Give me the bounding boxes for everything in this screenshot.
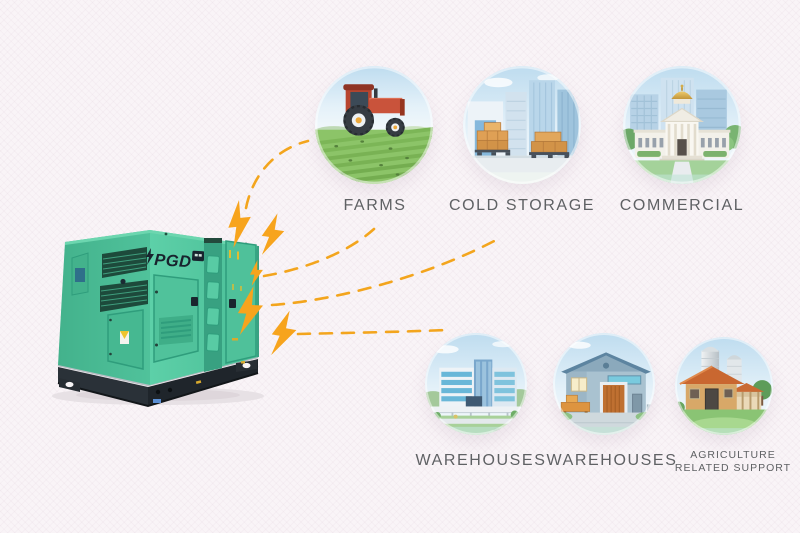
generator-vent-grille-mid [100, 280, 148, 312]
tractor [343, 84, 405, 137]
connection-line-warehouses [296, 328, 448, 336]
tractor-field-icon [315, 66, 433, 184]
label-commercial: COMMERCIAL [619, 197, 745, 214]
pallet-warehouse-icon [463, 66, 581, 184]
category-circle-farms [315, 66, 433, 184]
category-circle-commercial [623, 66, 741, 184]
label-warehouses-1: WAREHOUSES [415, 452, 547, 469]
brand-bolt-icon [146, 248, 154, 265]
generator-illustration: PGD [46, 220, 276, 420]
pallet-stack-right [529, 131, 570, 159]
category-circle-cold-storage [463, 66, 581, 184]
farm-silos-icon [675, 337, 773, 435]
label-cold-storage: COLD STORAGE [448, 197, 596, 214]
domed-building-icon [623, 66, 741, 184]
office-building-icon [425, 333, 527, 435]
label-farms: FARMS [343, 197, 407, 214]
label-warehouses-2: WAREHOUSES [546, 452, 678, 469]
label-agriculture-line2: RELATED SUPPORT [674, 462, 792, 474]
category-circle-warehouses-2 [553, 333, 655, 435]
generator-canopy: PGD [52, 230, 264, 408]
generator-knob [120, 278, 126, 285]
label-agriculture-line1: AGRICULTURE [690, 449, 776, 461]
warehouse-shed-icon [553, 333, 655, 435]
category-circle-agriculture-support [675, 337, 773, 435]
category-circle-warehouses-1 [425, 333, 527, 435]
connection-line-farms-2 [262, 227, 376, 278]
connection-line-cold-storage [270, 237, 500, 307]
generator-base [58, 367, 148, 406]
label-agriculture-support: AGRICULTURE RELATED SUPPORT [653, 449, 800, 475]
brand-badge [191, 250, 205, 262]
pallet-stack-left [474, 122, 511, 156]
generator-step-tabs [206, 255, 220, 352]
brand-logo: PGD [154, 251, 192, 271]
